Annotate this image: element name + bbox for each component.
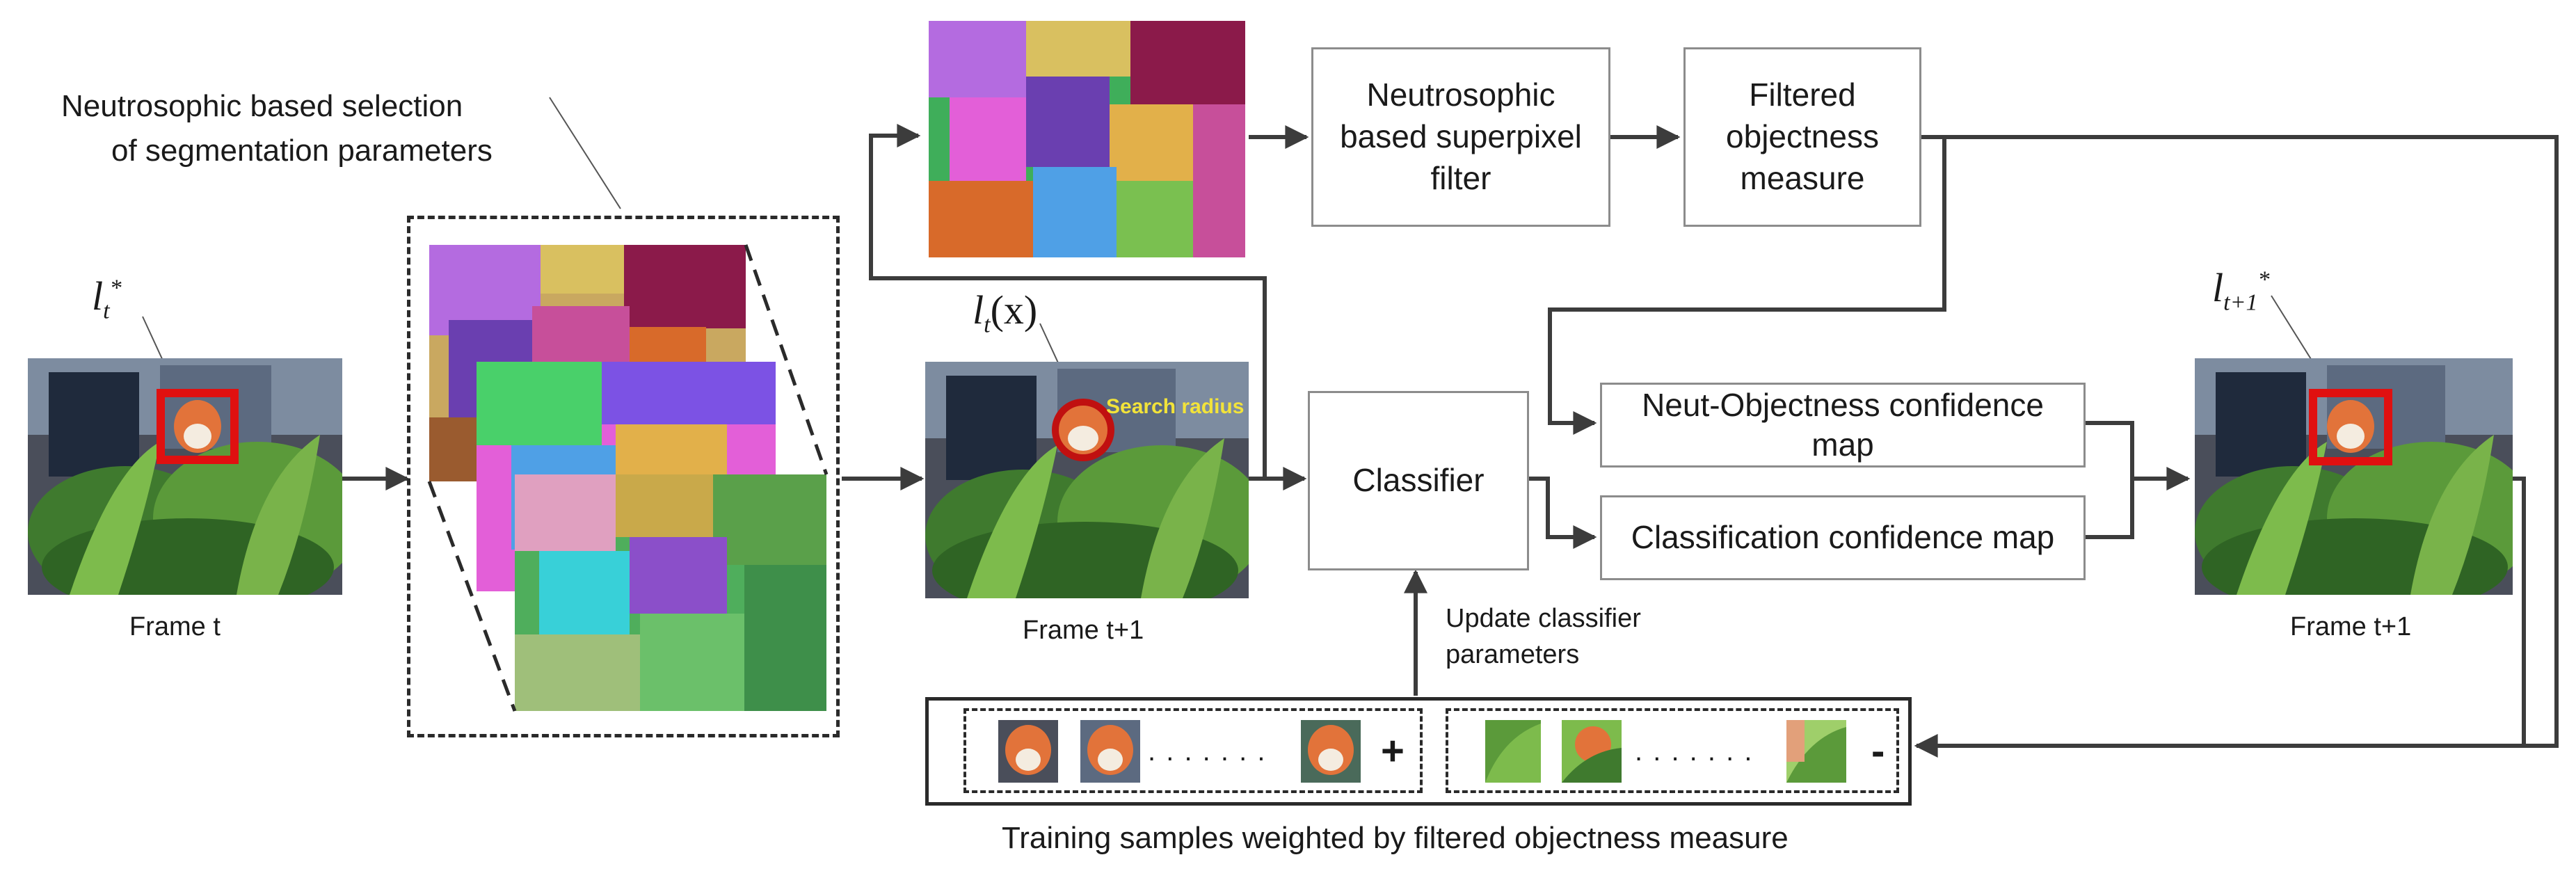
classifier-box: Classifier: [1308, 391, 1529, 570]
neut-objectness-line2: map: [1811, 426, 1874, 463]
positive-dots: . . . . . . .: [1148, 736, 1267, 767]
filtered-objectness-box: Filtered objectness measure: [1683, 47, 1921, 227]
label-frame-t1-middle: Frame t+1: [1023, 616, 1144, 645]
superpixel-image: [929, 21, 1245, 257]
negative-sample-patches: [1485, 720, 1846, 783]
line-frame-right-down: [2513, 477, 2557, 748]
plant-scene-icon: [2195, 358, 2536, 616]
superpixel-filter-line3: filter: [1430, 159, 1491, 196]
frame-t-image: [28, 358, 362, 616]
label-update-line1: Update classifier: [1446, 604, 1641, 633]
label-lt-x: lt(x): [973, 287, 1038, 338]
filtered-objectness-line2: objectness: [1726, 118, 1879, 155]
classification-confidence-label: Classification confidence map: [1631, 519, 2055, 556]
frame-t1-right-image: [2195, 358, 2536, 616]
negative-samples-group: [1446, 708, 1899, 793]
label-frame-t: Frame t: [129, 612, 221, 641]
label-lt-star: lt*: [92, 273, 122, 324]
neut-objectness-map-box: Neut-Objectness confidence map: [1600, 383, 2086, 468]
frame-t1-middle-image: [925, 362, 1266, 619]
label-selection-line2: of segmentation parameters: [111, 134, 493, 168]
filtered-objectness-line3: measure: [1740, 159, 1865, 196]
plus-sign: +: [1381, 728, 1405, 774]
superpixel-filter-box: Neutrosophic based superpixel filter: [1311, 47, 1610, 227]
arrow-objectness-to-neutmap: [1548, 137, 1946, 435]
positive-sample-patches: [998, 720, 1361, 783]
classification-confidence-map-box: Classification confidence map: [1600, 495, 2086, 580]
superpixel-filter-line2: based superpixel: [1340, 118, 1582, 155]
arrow-objectness-to-training: [1914, 135, 2559, 758]
filtered-objectness-line1: Filtered: [1749, 77, 1856, 113]
arrow-frame-to-superpixel: [869, 124, 1267, 479]
segmentation-stack: [407, 216, 840, 737]
segmentation-images: [427, 244, 829, 712]
label-lt1-star: lt+1*: [2212, 265, 2270, 316]
segmentation-image-front: [515, 474, 826, 711]
plant-scene-icon: [925, 362, 1266, 619]
positive-samples-group: [963, 708, 1423, 793]
leader-selection: [549, 97, 621, 209]
arrow-classifier-to-classmap: [1529, 477, 1597, 549]
training-samples-box: [925, 697, 1912, 806]
training-caption: Training samples weighted by filtered ob…: [1002, 821, 1789, 855]
label-update-line2: parameters: [1446, 640, 1580, 669]
neut-objectness-line1: Neut-Objectness confidence: [1642, 386, 2044, 423]
negative-dots: . . . . . . .: [1635, 736, 1754, 767]
label-selection-line1: Neutrosophic based selection: [61, 89, 463, 123]
superpixel-filter-line1: Neutrosophic: [1366, 77, 1555, 113]
label-search-radius: Search radius: [1106, 395, 1245, 418]
classifier-label: Classifier: [1352, 462, 1485, 499]
plant-scene-icon: [28, 358, 362, 616]
minus-sign: -: [1871, 728, 1885, 774]
label-frame-t1-right: Frame t+1: [2290, 612, 2412, 641]
